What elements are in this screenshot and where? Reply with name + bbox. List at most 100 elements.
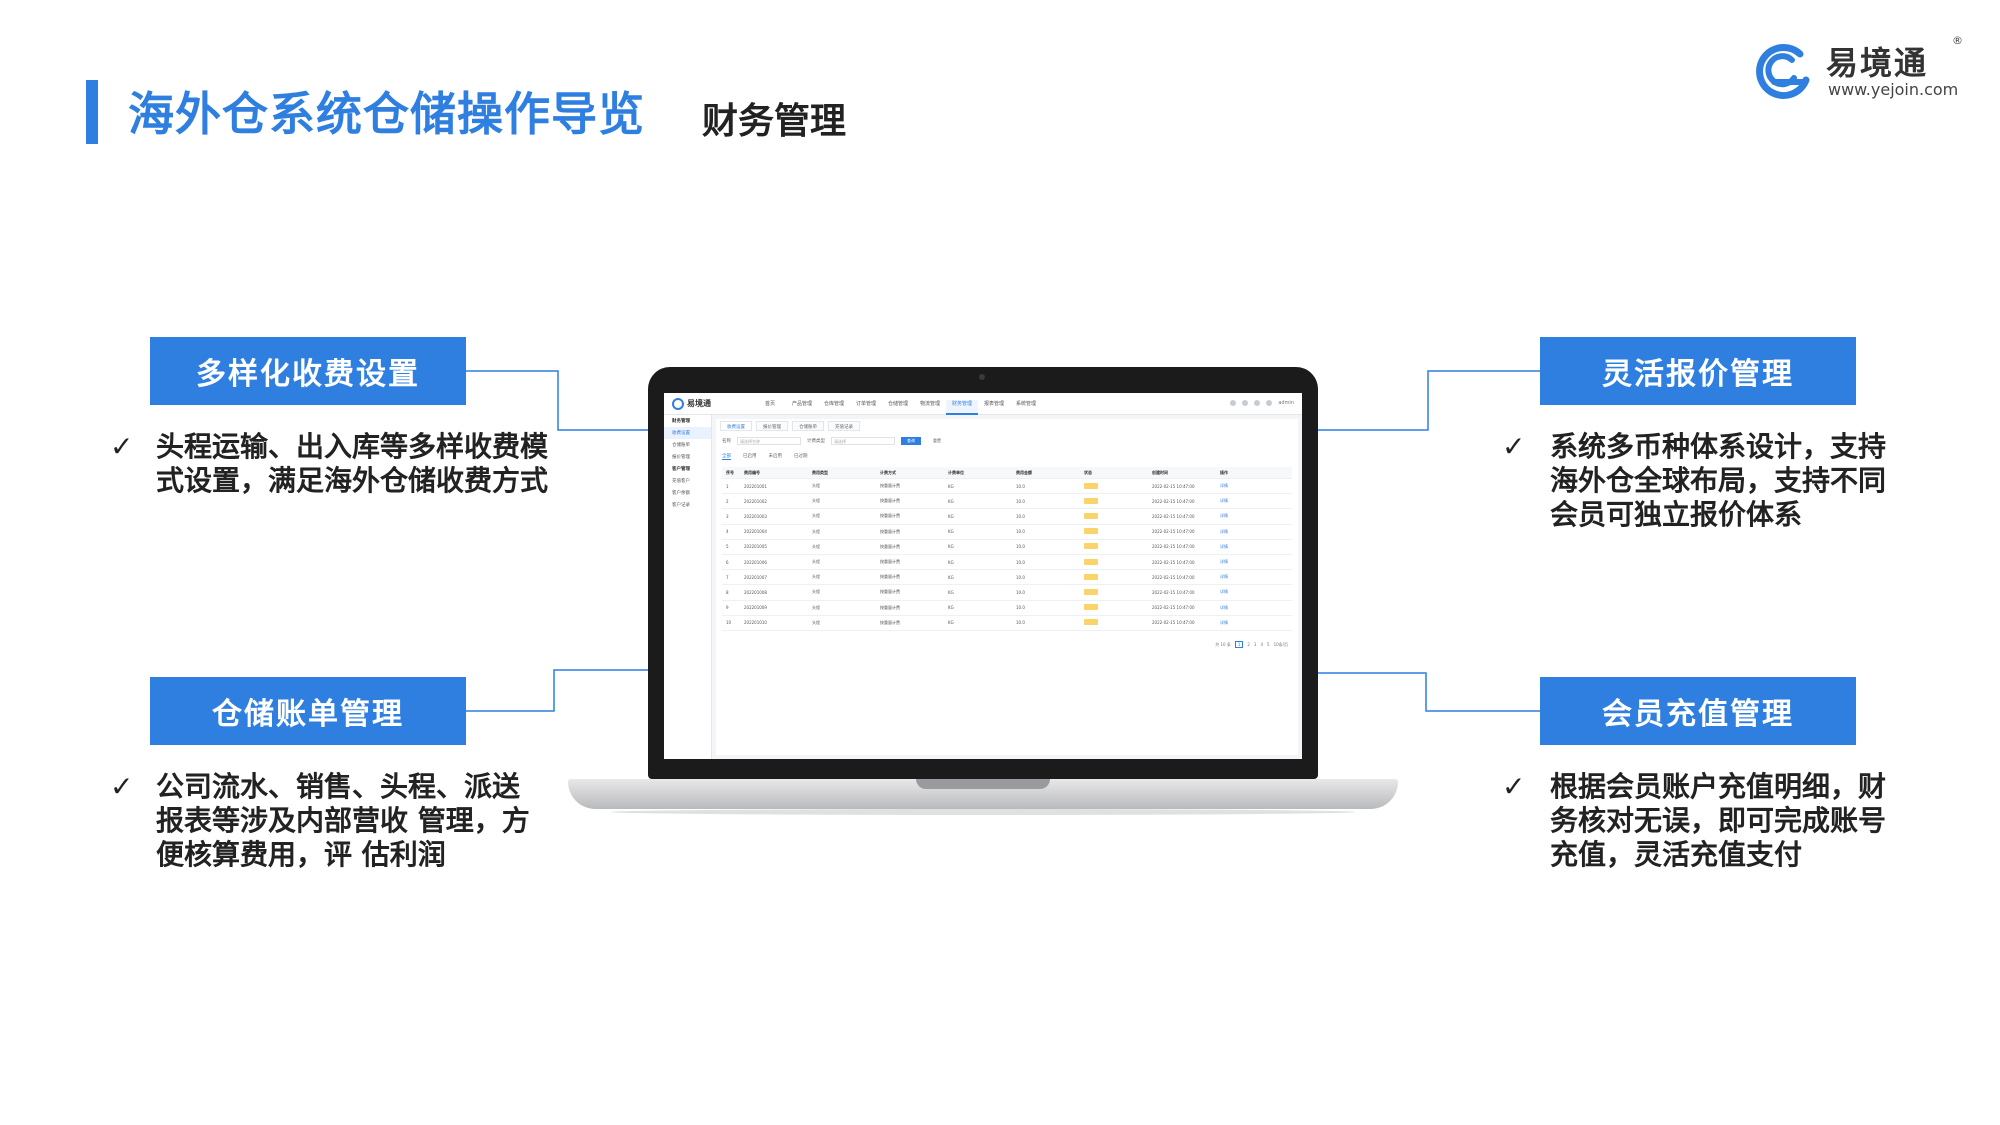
page-number[interactable]: 2 — [1247, 642, 1250, 647]
table-cell: 4 — [726, 529, 729, 535]
page-number[interactable]: 4 — [1260, 642, 1264, 647]
column-header: 序号 — [726, 469, 734, 475]
page-number[interactable]: 1 — [1234, 641, 1244, 648]
status-tab[interactable]: 已过期 — [794, 454, 808, 459]
page-title: 海外仓系统仓储操作导览 — [128, 87, 645, 141]
feature-label-quotation: 灵活报价管理 — [1540, 337, 1856, 405]
tab[interactable]: 收费设置 — [720, 421, 752, 431]
table-cell: 按重量计费 — [880, 498, 900, 504]
status-badge — [1084, 604, 1098, 611]
status-tab[interactable]: 未启用 — [768, 454, 783, 459]
detail-link[interactable]: 详情 — [1220, 543, 1228, 549]
table-cell: 202201009 — [744, 605, 767, 611]
status-tab[interactable]: 已启用 — [743, 454, 757, 459]
page-tabs: 收费设置报价管理仓储账单充值记录 — [720, 421, 860, 431]
table-cell: 202201001 — [744, 483, 767, 489]
page-number[interactable]: 3 — [1253, 642, 1257, 647]
table-cell: 2022-02-15 10:47:00 — [1152, 544, 1195, 550]
bell-icon[interactable] — [1230, 400, 1237, 406]
nav-item[interactable]: 报表管理 — [983, 401, 1004, 407]
reset-button[interactable]: 重置 — [933, 438, 941, 443]
user-name[interactable]: admin — [1278, 400, 1294, 406]
status-tabs: 全部 已启用 未启用 已过期 — [722, 453, 808, 460]
detail-link[interactable]: 详情 — [1220, 589, 1228, 595]
detail-link[interactable]: 详情 — [1220, 559, 1228, 565]
table-cell: KG — [948, 620, 954, 626]
app-logo-text: 易境通 — [687, 399, 711, 408]
main-content: 收费设置报价管理仓储账单充值记录 名称 请选择名称 计费类型 请选择 查询 重置… — [716, 419, 1298, 755]
pager-total: 共 10 条 — [1215, 641, 1231, 647]
status-cell — [1084, 588, 1152, 596]
detail-link[interactable]: 详情 — [1220, 513, 1228, 519]
nav-item[interactable]: 仓储管理 — [887, 401, 908, 407]
table-cell: 头程 — [812, 483, 820, 489]
nav-item[interactable]: 物流管理 — [919, 401, 940, 407]
page-number[interactable]: 5 — [1267, 642, 1270, 647]
detail-link[interactable]: 详情 — [1220, 483, 1228, 489]
gear-icon[interactable] — [1242, 400, 1249, 406]
title-accent-bar — [86, 80, 98, 144]
detail-link[interactable]: 详情 — [1220, 574, 1228, 580]
search-button[interactable]: 查询 — [901, 437, 921, 445]
tab[interactable]: 仓储账单 — [792, 421, 824, 431]
column-header: 费用编号 — [744, 469, 760, 475]
table-cell: KG — [948, 483, 954, 489]
nav-item[interactable]: 财务管理 — [946, 400, 978, 415]
column-header: 计费方式 — [880, 469, 896, 475]
help-icon[interactable] — [1254, 400, 1261, 406]
status-cell — [1084, 619, 1152, 626]
nav-item[interactable]: 产品管理 — [791, 401, 812, 407]
table-cell: 按重量计费 — [880, 589, 900, 595]
detail-link[interactable]: 详情 — [1220, 498, 1228, 504]
name-select[interactable]: 请选择名称 — [737, 437, 801, 445]
table-cell: 头程 — [812, 513, 820, 519]
table-cell: 7 — [726, 574, 729, 580]
table-cell: 按重量计费 — [880, 528, 900, 534]
nav-item[interactable]: 仓库管理 — [823, 401, 844, 407]
nav-item[interactable]: 系统管理 — [1015, 401, 1036, 407]
status-tab[interactable]: 全部 — [722, 454, 731, 460]
nav-item[interactable]: 首页 — [764, 401, 775, 407]
nav-item[interactable]: 订单管理 — [855, 401, 876, 407]
table-cell: 头程 — [812, 543, 820, 549]
tab[interactable]: 充值记录 — [828, 421, 860, 431]
table-cell: 头程 — [812, 589, 820, 595]
sidebar-item[interactable]: 充值客户 — [672, 479, 690, 484]
table-cell: 按重量计费 — [880, 574, 900, 580]
type-select[interactable]: 请选择 — [831, 437, 895, 445]
status-badge — [1084, 497, 1098, 504]
avatar[interactable] — [1266, 400, 1273, 406]
detail-link[interactable]: 详情 — [1220, 528, 1228, 534]
table-cell: KG — [948, 513, 954, 519]
feature-desc-recharge: 根据会员账户充值明细，财务核对无误，即可完成账号充值，灵活充值支付 — [1550, 770, 1887, 871]
table-cell: 5 — [726, 544, 729, 550]
column-header: 创建时间 — [1152, 469, 1168, 475]
sidebar-item[interactable]: 客户记录 — [672, 503, 690, 508]
sidebar-item[interactable]: 客户管理 — [672, 467, 690, 472]
table-cell: 头程 — [812, 619, 820, 625]
tab[interactable]: 报价管理 — [756, 421, 788, 431]
table-cell: 2022-02-15 10:47:00 — [1152, 529, 1195, 535]
detail-link[interactable]: 详情 — [1220, 619, 1228, 625]
sidebar-item[interactable]: 报价管理 — [672, 455, 690, 460]
page-size-select[interactable]: 10条/页 — [1273, 641, 1288, 647]
detail-link[interactable]: 详情 — [1220, 604, 1228, 610]
sidebar-item[interactable]: 客户余额 — [672, 491, 690, 496]
sidebar-item[interactable]: 收费设置 — [664, 427, 711, 439]
sidebar-item[interactable]: 仓储账单 — [672, 443, 690, 448]
status-badge — [1084, 512, 1098, 519]
logo-name: 易境通 — [1826, 44, 1929, 82]
sidebar-item[interactable]: 财务管理 — [672, 419, 690, 424]
table-cell: 头程 — [812, 498, 820, 504]
